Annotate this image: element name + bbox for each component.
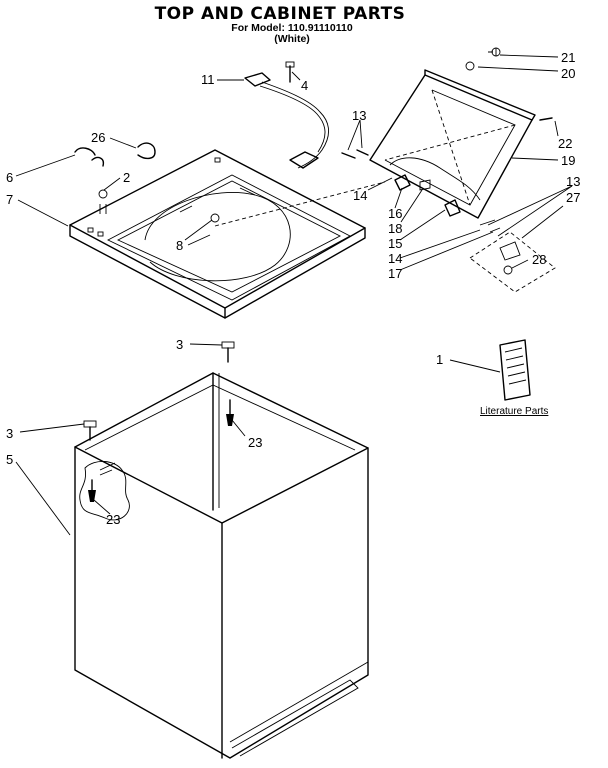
callout-16: 16 [388,206,402,221]
small-hardware [74,47,556,502]
callout-4: 4 [301,78,308,93]
callout-8: 8 [176,238,183,253]
literature-parts-label: Literature Parts [480,406,548,417]
callout-23-upper: 23 [248,435,262,450]
callout-1: 1 [436,352,443,367]
model-color: (White) [274,33,310,45]
callout-17: 17 [388,266,402,281]
callout-20: 20 [561,66,575,81]
callout-27: 27 [566,190,580,205]
callout-26: 26 [91,130,105,145]
lid [369,69,536,219]
lid-switch-harness [244,72,329,169]
callout-28: 28 [532,252,546,267]
callout-2: 2 [123,170,130,185]
literature-booklet [499,339,531,401]
callout-3-lower: 3 [6,426,13,441]
callout-22: 22 [558,136,572,151]
callout-6: 6 [6,170,13,185]
callout-labels: 11 4 13 26 6 2 7 8 21 20 22 19 13 27 14 … [6,50,580,527]
callout-21: 21 [561,50,575,65]
callout-14-top: 14 [353,188,367,203]
callout-15: 15 [388,236,402,251]
model-info: For Model: 110.91110110 (White) [0,23,584,45]
callout-14-bottom: 14 [388,251,402,266]
callout-5: 5 [6,452,13,467]
leader-lines [15,51,573,536]
callout-7: 7 [6,192,13,207]
callout-3-upper: 3 [176,337,183,352]
callout-11: 11 [201,72,215,87]
callout-18: 18 [388,221,402,236]
callout-13-right: 13 [566,174,580,189]
callout-23-lower: 23 [106,512,120,527]
model-number: For Model: 110.91110110 [231,22,353,34]
diagram-title: TOP AND CABINET PARTS [154,4,406,24]
callout-19: 19 [561,153,575,168]
top-panel [69,149,366,319]
cabinet [74,372,369,759]
callout-13-top: 13 [352,108,366,123]
